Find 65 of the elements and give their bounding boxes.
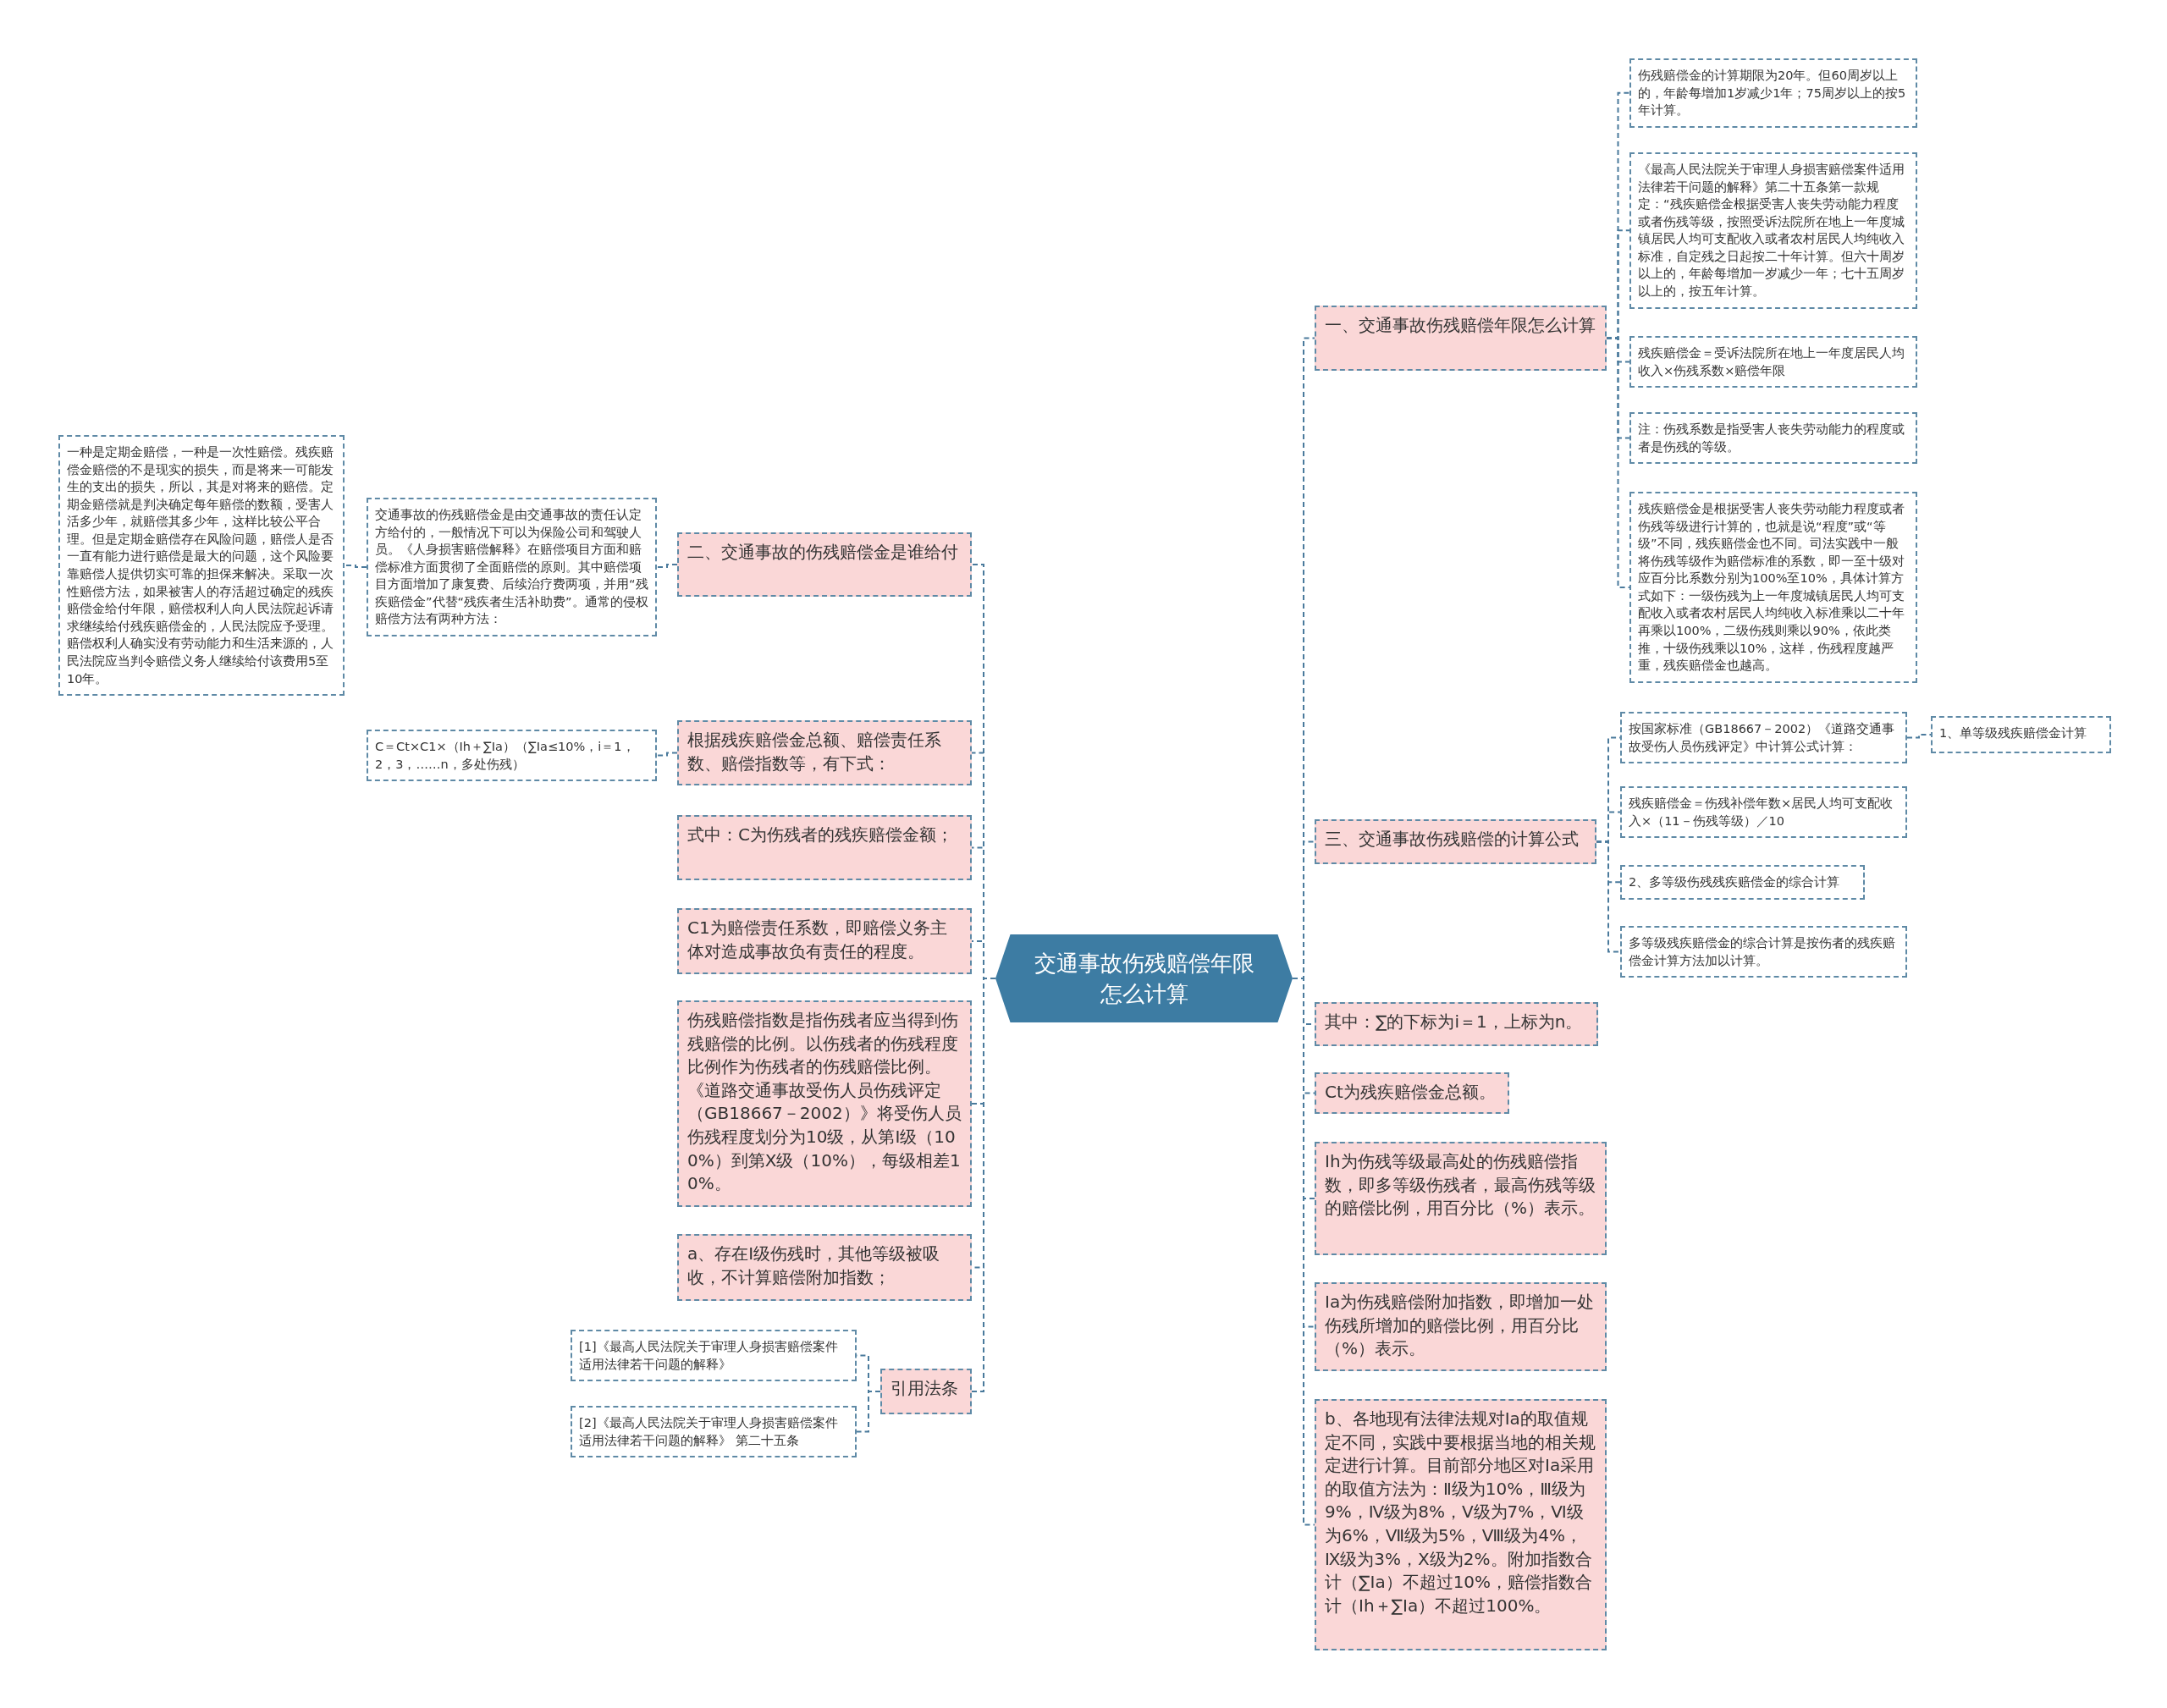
node-text: C＝Ct×C1×（Ih＋∑Ia）（∑Ia≤10%，i＝1，2，3，……n，多处伤残） [375,739,636,773]
node-text: [1]《最高人民法院关于审理人身损害赔偿案件适用法律若干问题的解释》 [579,1339,839,1373]
topic-box [1315,1002,1598,1046]
node-text: 三、交通事故伤残赔偿的计算公式 [1325,828,1580,851]
node-text: Ia为伤残赔偿附加指数，即增加一处伤残所增加的赔偿比例，用百分比（%）表示。 [1325,1291,1596,1361]
node-text: 2、多等级伤残残疾赔偿金的综合计算 [1629,874,1841,890]
note-box [571,1406,857,1458]
note-box [1629,412,1917,465]
note-box [571,1330,857,1382]
node-text: b、各地现有法律法规对Ia的取值规定不同，实践中要根据当地的相关规定进行计算。目前部分地区对Ia采用的取值方法为：Ⅱ级为10%，Ⅲ级为9%，Ⅳ级为8%，Ⅴ级为7%，Ⅵ级为6%，Ⅶ级为5%，Ⅷ级为4%，Ⅸ级为3%，Ⅹ级为2%。附加指数合计（∑Ia）不超过10%，赔偿指数合计（Ih＋∑Ia）不超过100%。 [1325,1408,1596,1617]
note-box [367,730,657,782]
note-box [1620,786,1907,839]
connector-line [656,752,678,757]
node-text: 根据残疾赔偿金总额、赔偿责任系数、赔偿指数等，有下式： [687,729,942,775]
node-text: 1、单等级残疾赔偿金计算 [1939,725,2088,741]
topic-box [677,1000,972,1207]
note-box [1620,712,1907,764]
note-box [1629,336,1917,388]
node-text: 引用法条 [891,1377,959,1400]
note-box [1629,492,1917,683]
connector-line [344,565,367,568]
node-text: 注：伤残系数是指受害人丧失劳动能力的程度或者是伤残的等级。 [1638,421,1905,455]
connector-line [656,564,678,568]
node-text: 按国家标准（GB18667－2002）《道路交通事故受伤人员伤残评定》中计算公式计算： [1629,721,1896,755]
node-text: 一、交通事故伤残赔偿年限怎么计算 [1325,314,1596,337]
topic-box [880,1369,972,1414]
node-text: 交通事故的伤残赔偿金是由交通事故的责任认定方给付的，一般情况下可以为保险公司和驾驶人员。《人身损害赔偿解释》在赔偿项目方面和赔偿标准方面贯彻了全面赔偿的原则。其中赔偿项目方面增加了康复费、后续治疗费两项，并用“残疾赔偿金”代替“残疾者生活补助费”。通常的侵权赔偿方法有两种方法： [375,507,648,628]
topic-box [1315,1282,1607,1371]
node-text: 其中：∑的下标为i＝1，上标为n。 [1325,1011,1584,1033]
node-text: 伤残赔偿指数是指伤残者应当得到伤残赔偿的比例。以伤残者的伤残程度比例作为伤残者的伤残赔偿比例。《道路交通事故受伤人员伤残评定（GB18667－2002）》将受伤人员伤残程度划分为10级，从第Ⅰ级（100%）到第Ⅹ级（10%），每级相差10%。 [687,1009,962,1196]
topic-box [677,815,972,880]
node-text: C1为赔偿责任系数，即赔偿义务主体对造成事故负有责任的程度。 [687,917,948,963]
connector-line [1906,734,1932,739]
node-text: 残疾赔偿金是根据受害人丧失劳动能力程度或者伤残等级进行计算的，也就是说“程度”或“等级”不同，残疾赔偿金也不同。司法实践中一般将伤残等级作为赔偿标准的系数，即一至十级对应百分比系数分别为100%至10%，具体计算方式如下：一级伤残为上一年度城镇居民人均可支配收入或者农村居民人均纯收入标准乘以二十年再乘以100%，二级伤残则乘以90%，依此类推，十级伤残乘以10%，这样，伤残程度越严重，残疾赔偿金也越高。 [1638,501,1905,675]
topic-box [1315,1072,1509,1114]
topic-box [677,720,972,785]
note-box [1629,152,1917,309]
connector-line [856,1391,881,1433]
node-text: 伤残赔偿金的计算期限为20年。但60周岁以上的，年龄每增加1岁减少1年；75周岁以上的按5年计算。 [1638,68,1907,119]
note-box [1620,926,1907,978]
node-text: a、存在Ⅰ级伤残时，其他等级被吸收，不计算赔偿附加指数； [687,1242,941,1289]
node-text: 残疾赔偿金＝伤残补偿年数×居民人均可支配收入×（11－伤残等级）／10 [1629,796,1894,829]
topic-box [677,908,972,974]
note-box [1629,58,1917,128]
connector-line [1606,337,1630,588]
node-text: 《最高人民法院关于审理人身损害赔偿案件适用法律若干问题的解释》第二十五条第一款规定：“残疾赔偿金根据受害人丧失劳动能力程度或者伤残等级，按照受诉法院所在地上一年度城镇居民人均可支配收入或者农村居民人均纯收入标准，自定残之日起按二十年计算。但六十周岁以上的，年龄每增加一岁减少一年；七十五周岁以上的，按五年计算。 [1638,162,1905,300]
topic-box [1315,306,1607,371]
topic-box [677,1234,972,1301]
topic-box [1315,1142,1607,1255]
topic-box [677,532,972,597]
note-box [1620,865,1865,900]
note-box [1931,716,2111,753]
node-text: 一种是定期金赔偿，一种是一次性赔偿。残疾赔偿金赔偿的不是现实的损失，而是将来一可能发生的支出的损失，所以，其是对将来的赔偿。定期金赔偿就是判决确定每年赔偿的数额，受害人活多少年，就赔偿其多少年，这样比较公平合理。但是定期金赔偿存在风险问题，赔偿人是否一直有能力进行赔偿是最大的问题，这个风险要靠赔偿人提供切实可靠的担保来解决。采取一次性赔偿方法，如果被害人的存活超过确定的残疾赔偿金给付年限，赔偿权利人向人民法院起诉请求继续给付残疾赔偿金的，人民法院应予受理。赔偿权利人确实没有劳动能力和生活来源的，人民法院应当判令赔偿义务人继续给付该费用5至10年。 [67,444,334,687]
node-text: 残疾赔偿金＝受诉法院所在地上一年度居民人均收入×伤残系数×赔偿年限 [1638,345,1905,379]
node-text: [2]《最高人民法院关于审理人身损害赔偿案件适用法律若干问题的解释》 第二十五条 [579,1415,839,1449]
connector-line [1596,840,1621,953]
node-text: 多等级残疾赔偿金的综合计算是按伤者的残疾赔偿金计算方法加以计算。 [1629,935,1896,969]
topic-box [1315,819,1596,864]
topic-title: 交通事故伤残赔偿年限怎么计算 [1033,949,1255,1008]
node-text: Ih为伤残等级最高处的伤残赔偿指数，即多等级伤残者，最高伤残等级的赔偿比例，用百分比（%）表示。 [1325,1150,1596,1220]
note-box [367,498,657,637]
node-text: Ct为残疾赔偿金总额。 [1325,1081,1497,1104]
node-text: 式中：C为伤残者的残疾赔偿金额； [687,824,954,846]
topic-box [1315,1399,1607,1650]
node-text: 二、交通事故的伤残赔偿金是谁给付 [687,541,959,564]
